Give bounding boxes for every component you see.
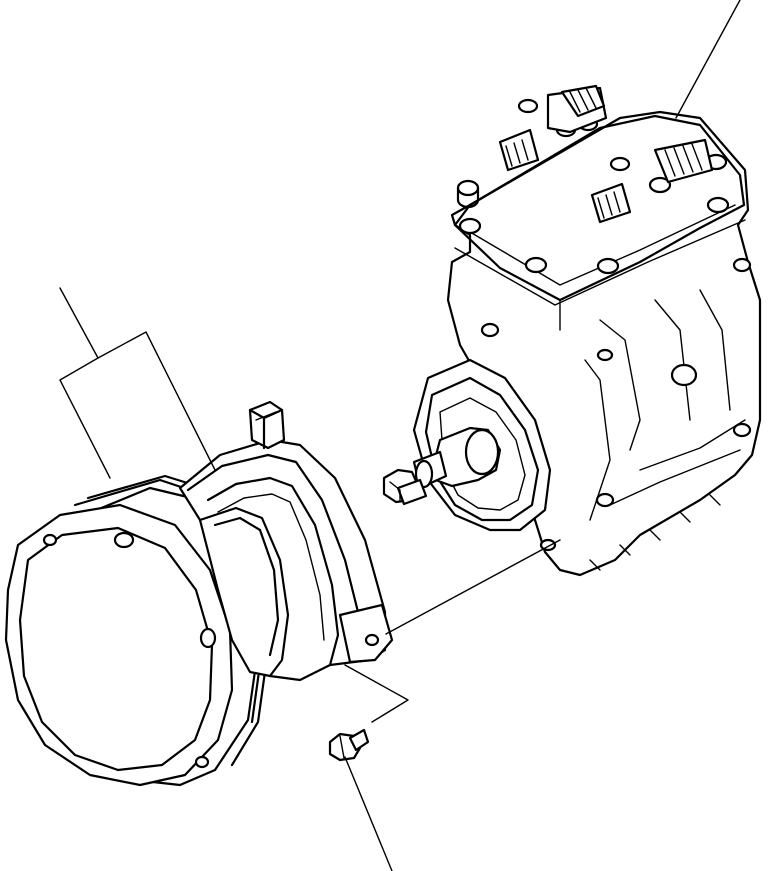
coil-mounting-bolt-icon: [328, 728, 370, 762]
oil-plug-icon: [670, 363, 698, 387]
shaft-nut-icon: [382, 468, 428, 506]
service-port-icon: [498, 84, 714, 224]
clutch-pulley: [4, 474, 270, 787]
leader-lines: [59, 0, 741, 871]
compressor-body: [412, 84, 762, 577]
field-coil: [178, 400, 394, 682]
coil-terminal-icon: [248, 400, 286, 450]
